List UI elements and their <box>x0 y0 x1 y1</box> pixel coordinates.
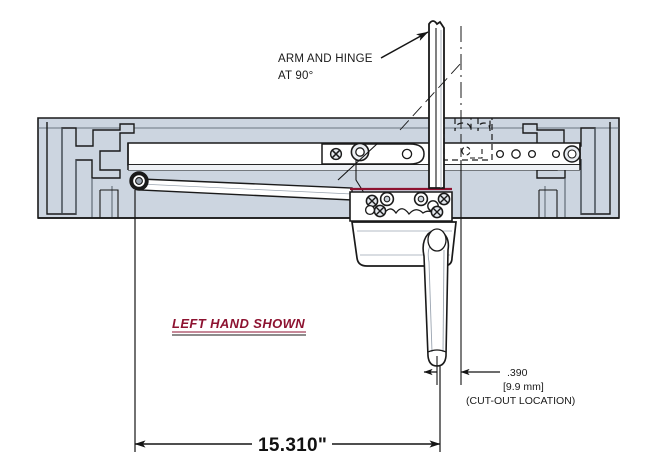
phillips-screw-cross-icon <box>331 149 341 159</box>
bracket-boss-hole <box>417 195 425 203</box>
bracket-screw-cross-icon <box>432 207 442 217</box>
view-label-text: LEFT HAND SHOWN <box>172 316 305 331</box>
track-hole <box>551 149 561 159</box>
view-label-group: LEFT HAND SHOWN <box>172 316 306 336</box>
arm-hinge-leader-line-2 <box>337 142 379 181</box>
bracket-cam-profile <box>382 208 435 216</box>
bracket-screw-cross-icon <box>439 194 449 204</box>
cutout-inches-text: .390 <box>507 367 528 379</box>
slider-block-body <box>321 143 425 165</box>
track-hole <box>511 149 521 159</box>
cutout-dashed-tail <box>470 146 483 159</box>
cutout-dimension-group: .390 [9.9 mm] (CUT-OUT LOCATION) <box>423 160 575 407</box>
left-jamb-foot-box <box>100 189 119 218</box>
closer-arm <box>422 228 450 367</box>
overall-dim-text: 15.310" <box>258 435 327 456</box>
bracket-hole <box>364 204 376 216</box>
slider-end-hole <box>401 148 413 160</box>
cutout-dashed-notch-left <box>454 118 472 132</box>
cutout-dashed-notch-right <box>477 118 491 132</box>
cutout-note-text: (CUT-OUT LOCATION) <box>466 395 575 407</box>
arm-hinge-label-line1: ARM AND HINGE <box>278 53 373 65</box>
arm-hinge-leader-line <box>380 31 429 59</box>
closer-arm-tip-line <box>427 349 447 353</box>
bracket-screw-cross-icon <box>375 206 385 216</box>
cutout-mm-text: [9.9 mm] <box>503 381 544 393</box>
hinge-arm-vertical <box>399 20 463 189</box>
arm-hinge-annotation: ARM AND HINGE AT 90° <box>278 31 429 181</box>
arm-link-centerline <box>139 183 353 195</box>
closer-arm-inner-line-2 <box>442 249 445 353</box>
arm-hinge-label-line2: AT 90° <box>278 70 313 82</box>
track-hole <box>495 149 505 159</box>
pivot-bearing <box>129 171 149 191</box>
bracket-screw-cross-icon <box>367 196 377 206</box>
cutout-dashed-hole <box>461 146 471 156</box>
track-hole <box>527 149 537 159</box>
cutout-hidden-outline <box>443 118 493 161</box>
cutout-dashed-box <box>443 118 493 161</box>
closer-mounting-bracket <box>349 187 453 222</box>
bracket-boss-hole <box>383 195 391 203</box>
overall-dimension-group: 15.310" <box>134 190 441 456</box>
pivot-hub <box>135 177 143 185</box>
closer-arm-inner-line <box>427 245 433 353</box>
slider-roller-hub <box>355 147 365 157</box>
hinge-construction-line <box>399 61 463 131</box>
track-end-roller-hub <box>567 149 577 159</box>
track-flange-fill <box>128 165 580 170</box>
closer-arm-shoulder <box>427 228 447 252</box>
left-jamb-outline <box>46 122 135 215</box>
